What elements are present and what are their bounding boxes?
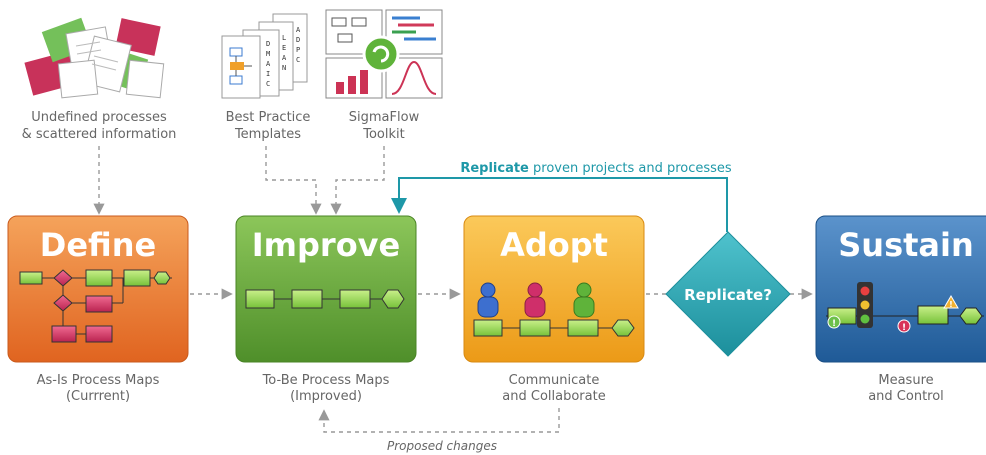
dmaic-letter-m: M bbox=[266, 50, 270, 58]
stage-connectors bbox=[190, 288, 813, 433]
sustain-caption-line2: and Control bbox=[868, 389, 944, 404]
replicate-decision-diamond: Replicate? bbox=[665, 231, 791, 357]
svg-text:!: ! bbox=[832, 319, 836, 329]
adopt-caption-line2: and Collaborate bbox=[502, 389, 605, 404]
define-title: Define bbox=[40, 226, 156, 264]
templates-icon bbox=[221, 13, 308, 99]
adpc-letter-p: P bbox=[296, 46, 300, 54]
to-be-process-map-icon bbox=[245, 289, 405, 309]
lean-letter-a: A bbox=[282, 54, 287, 62]
dmaic-letter-a: A bbox=[266, 60, 271, 68]
replicate-loop-label: Replicate proven projects and processes bbox=[460, 161, 732, 176]
sustain-title: Sustain bbox=[838, 226, 974, 264]
proposed-changes-label: Proposed changes bbox=[387, 439, 497, 453]
improve-caption-line1: To-Be Process Maps bbox=[262, 373, 390, 388]
dmaic-letter-d: D bbox=[266, 40, 270, 48]
sustain-caption-line1: Measure bbox=[878, 373, 933, 388]
dmaic-letter-c: C bbox=[266, 80, 270, 88]
sustain-stage: Sustain ! ! ! bbox=[815, 215, 986, 363]
toolkit-to-improve-arrow bbox=[330, 146, 385, 215]
replicate-rest-label: proven projects and processes bbox=[529, 161, 732, 176]
decision-label: Replicate? bbox=[684, 286, 772, 304]
input-arrows bbox=[93, 146, 385, 215]
lean-letter-e: E bbox=[282, 44, 286, 52]
improve-title: Improve bbox=[252, 226, 400, 264]
undefined-caption-line2: & scattered information bbox=[22, 127, 177, 142]
proposed-changes-arrow bbox=[318, 408, 560, 433]
improve-caption-line2: (Improved) bbox=[290, 389, 362, 404]
adopt-stage: Adopt bbox=[463, 215, 645, 363]
sigmaflow-toolkit-icon bbox=[325, 9, 443, 99]
lean-letter-l: L bbox=[282, 34, 286, 42]
adopt-title: Adopt bbox=[500, 226, 608, 264]
define-caption-line1: As-Is Process Maps bbox=[37, 373, 160, 388]
adpc-letter-a: A bbox=[296, 26, 301, 34]
toolkit-caption-line2: Toolkit bbox=[362, 127, 405, 142]
templates-to-improve-arrow bbox=[265, 146, 322, 215]
templates-caption-line2: Templates bbox=[234, 127, 301, 142]
replicate-loop-arrow bbox=[391, 177, 728, 232]
undefined-caption-line1: Undefined processes bbox=[31, 110, 167, 125]
define-caption-line2: (Currrent) bbox=[66, 389, 130, 404]
svg-text:!: ! bbox=[902, 323, 906, 333]
toolkit-caption-line1: SigmaFlow bbox=[349, 110, 420, 125]
dmaic-letter-i: I bbox=[266, 70, 270, 78]
adopt-caption-line1: Communicate bbox=[509, 373, 600, 388]
scattered-documents-icon bbox=[24, 17, 165, 99]
adpc-letter-d: D bbox=[296, 36, 300, 44]
templates-caption-line1: Best Practice bbox=[226, 110, 311, 125]
svg-text:!: ! bbox=[949, 300, 953, 309]
collaboration-people-icon bbox=[473, 282, 635, 337]
control-monitoring-icon: ! ! ! bbox=[826, 282, 984, 333]
lean-letter-n: N bbox=[282, 64, 286, 72]
as-is-process-map-icon bbox=[19, 269, 172, 343]
replicate-bold-label: Replicate bbox=[460, 161, 529, 176]
define-stage: Define bbox=[7, 215, 189, 363]
adpc-letter-c: C bbox=[296, 56, 300, 64]
improve-stage: Improve bbox=[235, 215, 417, 363]
